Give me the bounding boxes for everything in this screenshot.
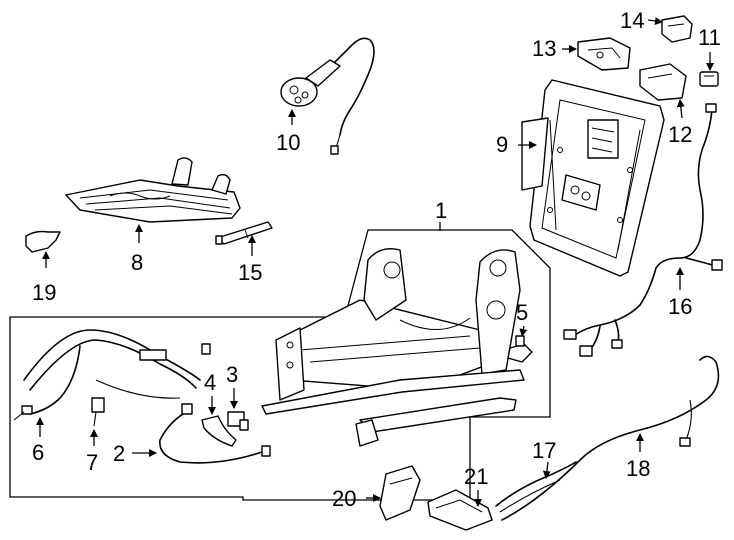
callout-10: 10	[276, 130, 300, 155]
callout-17: 17	[532, 438, 556, 463]
part-6-7-harness	[13, 329, 211, 427]
callout-18: 18	[626, 456, 650, 481]
part-16-harness	[563, 103, 723, 357]
part-19-cover	[25, 230, 61, 253]
part-8-cushion-mat	[65, 157, 241, 223]
callout-21: 21	[464, 464, 488, 489]
callout-15: 15	[238, 260, 262, 285]
callout-14-leader	[647, 17, 663, 25]
callout-14: 14	[620, 8, 644, 33]
part-17-cable	[495, 461, 577, 513]
part-13-cover	[577, 37, 631, 71]
callout-8: 8	[131, 250, 143, 275]
part-15-bracket	[215, 221, 273, 245]
part-12-cover	[639, 63, 687, 101]
part-10-motor-cable	[280, 37, 375, 155]
callout-17-leader	[542, 461, 551, 479]
part-9-seatback-frame	[521, 79, 665, 277]
callout-2: 2	[113, 441, 125, 466]
callout-4: 4	[204, 370, 216, 395]
callout-5-leader	[519, 325, 528, 337]
callout-20: 20	[332, 486, 356, 511]
callout-1: 1	[435, 198, 447, 223]
part-1-cushion-frame	[261, 248, 525, 447]
part-20-cover	[379, 465, 421, 521]
callout-12: 12	[668, 122, 692, 147]
callout-12-leader	[676, 99, 685, 119]
part-21-cover	[427, 489, 493, 531]
callout-6: 6	[32, 440, 44, 465]
part-11-clip	[699, 71, 719, 87]
callout-11: 11	[698, 25, 721, 50]
callout-3: 3	[226, 362, 238, 387]
callout-5: 5	[516, 300, 528, 325]
callout-13: 13	[532, 36, 556, 61]
callout-16: 16	[668, 294, 692, 319]
part-2-cable	[159, 403, 271, 464]
part-14-cap	[661, 15, 693, 43]
part-4-clip	[201, 415, 237, 447]
callout-19: 19	[32, 280, 56, 305]
assembly-group-frame	[9, 229, 551, 501]
part-18-cable	[501, 355, 720, 521]
callout-7: 7	[86, 450, 98, 475]
callout-9: 9	[496, 132, 508, 157]
part-3-clip	[227, 411, 249, 431]
